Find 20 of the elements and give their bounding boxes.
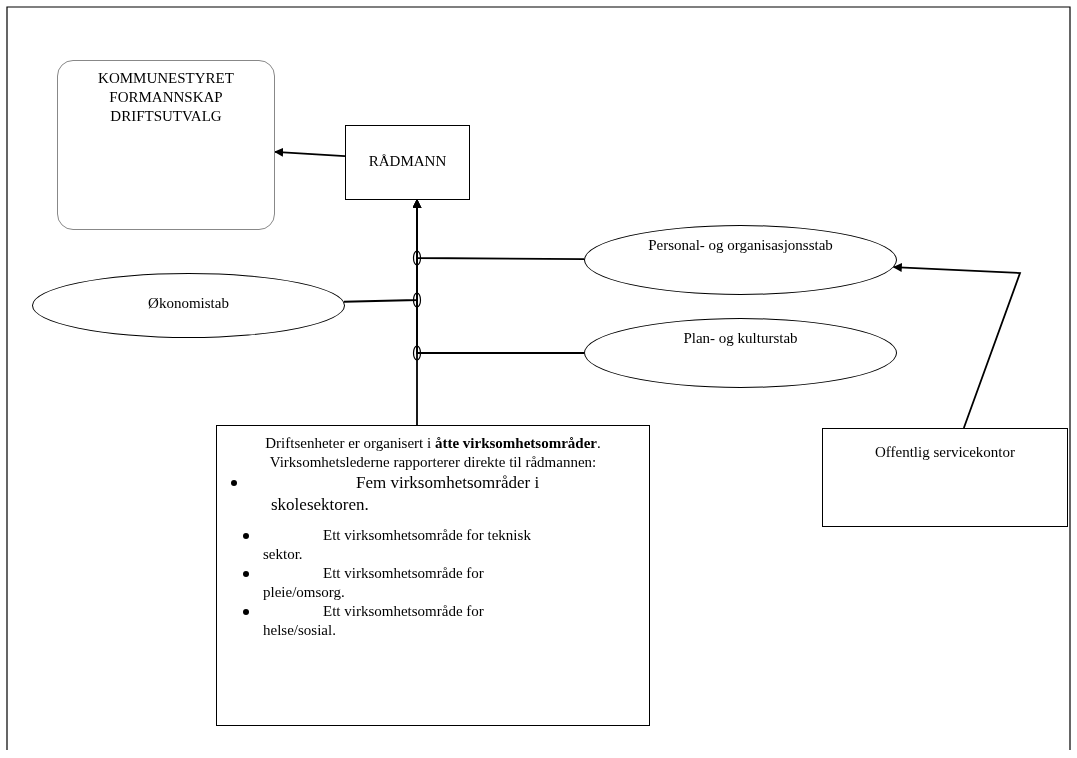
- council-box: [57, 60, 275, 230]
- description-text: Driftsenheter er organisert i åtte virksomhetsområder. Virksomhetslederne rapporterer direkte til rådmannen:: [264, 434, 602, 472]
- node-label: Økonomistab: [147, 294, 230, 313]
- node-label: Personal- og organisasjonsstab: [647, 236, 834, 255]
- node-label: KOMMUNESTYRET: [97, 69, 235, 88]
- node-label: DRIFTSUTVALG: [109, 107, 223, 126]
- list-item-text: Ett virksomhetsområde for pleie/omsorg.: [263, 564, 485, 602]
- org-box: [216, 425, 650, 726]
- connector-arrow: [892, 263, 1022, 429]
- list-item-text: Ett virksomhetsområde for helse/sosial.: [263, 602, 485, 640]
- list-item-text: Ett virksomhetsområde for teknisk sektor.: [263, 526, 532, 564]
- org-box: [345, 125, 470, 200]
- node-label: Offentlig servicekontor: [873, 443, 1017, 462]
- node-label: RÅDMANN: [367, 152, 448, 171]
- list-item-text: Fem virksomhetsområder i skolesektoren.: [271, 472, 541, 516]
- node-label: FORMANNSKAP: [108, 88, 224, 107]
- org-box: [822, 428, 1068, 527]
- node-label: Plan- og kulturstab: [682, 329, 799, 348]
- connector-arrow: [274, 147, 346, 158]
- connector-arrow: [412, 199, 585, 354]
